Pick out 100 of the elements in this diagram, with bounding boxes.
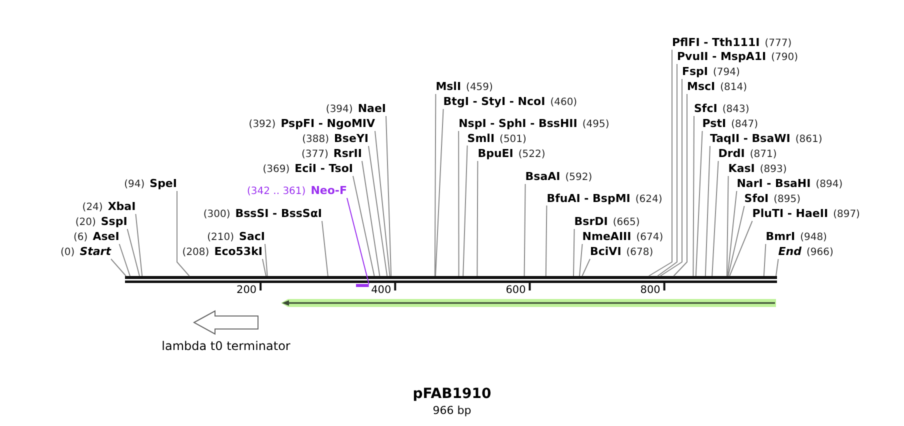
leader-line	[110, 258, 126, 276]
leader-line	[362, 160, 380, 276]
leader-line	[476, 160, 478, 276]
enzyme-name: NaeI	[358, 102, 386, 116]
primer-range: (342 .. 361)	[246, 185, 306, 199]
site-position: (522)	[518, 148, 546, 162]
site-position: (24)	[82, 201, 103, 215]
leader-line	[118, 244, 130, 276]
site-position: (592)	[565, 171, 592, 185]
enzyme-name: TaqII - BsaWI	[710, 132, 790, 146]
site-position: (624)	[635, 192, 662, 206]
leader-line	[673, 94, 688, 276]
sequence-end-label: Start	[80, 245, 111, 259]
map-title: pFAB1910	[412, 386, 492, 403]
site-position: (895)	[774, 193, 801, 207]
enzyme-name: BpuEI	[478, 147, 514, 161]
site-position: (948)	[800, 231, 827, 245]
site-position: (894)	[816, 178, 843, 192]
site-position: (665)	[612, 216, 640, 230]
site-position: (790)	[771, 51, 798, 65]
site-position: (394)	[326, 103, 353, 117]
site-position: (897)	[833, 208, 860, 222]
site-position: (20)	[75, 216, 96, 230]
leader-line	[776, 258, 779, 276]
enzyme-name: RsrII	[333, 147, 362, 161]
leader-line	[648, 49, 672, 276]
site-position: (861)	[795, 133, 822, 147]
leader-line	[545, 205, 548, 276]
leader-line	[695, 130, 703, 276]
enzyme-name: SfcI	[694, 102, 718, 116]
site-position: (369)	[262, 163, 290, 177]
enzyme-name: NmeAIII	[582, 230, 632, 244]
feature-label: lambda t0 terminator	[162, 339, 290, 353]
dna-backbone	[125, 276, 777, 283]
ruler-number: 200	[236, 284, 257, 296]
site-position: (460)	[550, 96, 578, 110]
site-position: (208)	[182, 246, 210, 260]
enzyme-name: NarI - BsaHI	[736, 177, 811, 191]
enzyme-name: BciVI	[590, 245, 622, 259]
primer-name: Neo-F	[310, 184, 347, 198]
sequence-length: 966 bp	[432, 404, 472, 417]
site-position: (501)	[500, 132, 526, 146]
leader-line	[135, 214, 143, 276]
enzyme-name: BtgI - StyI - NcoI	[443, 95, 546, 109]
leader-line	[368, 146, 388, 276]
enzyme-name: NspI - SphI - BssHII	[458, 117, 578, 131]
enzyme-name: SpeI	[150, 177, 177, 191]
site-position: (794)	[713, 66, 740, 80]
site-position: (847)	[731, 118, 758, 132]
enzyme-name: SmlI	[467, 132, 495, 146]
site-position: (0)	[60, 246, 75, 260]
enzyme-name: BsaAI	[525, 170, 560, 184]
site-position: (459)	[466, 81, 493, 95]
leader-line	[458, 130, 460, 276]
site-position: (377)	[301, 148, 328, 162]
site-position: (777)	[764, 36, 792, 51]
leader-line	[374, 130, 390, 276]
enzyme-name: PstI	[702, 117, 726, 131]
enzyme-name: BsrDI	[574, 215, 608, 229]
leader-line	[579, 244, 583, 276]
leader-line	[352, 176, 375, 276]
leader-line	[462, 145, 468, 276]
enzyme-name: SacI	[239, 230, 265, 244]
ruler-number: 400	[371, 284, 392, 296]
sequence-end-label: End	[778, 245, 802, 259]
enzyme-name: EciI - TsoI	[294, 162, 353, 176]
site-position: (871)	[750, 148, 777, 162]
leader-line	[346, 198, 370, 284]
enzyme-name: FspI	[682, 65, 708, 79]
enzyme-name: PvuII - MspA1I	[677, 50, 766, 64]
feature-band	[281, 298, 776, 306]
leader-line	[726, 176, 729, 276]
leader-line	[573, 228, 575, 276]
enzyme-name: MscI	[687, 80, 716, 94]
enzyme-name: PspFI - NgoMIV	[280, 117, 375, 131]
enzyme-name: PluTI - HaeII	[752, 207, 828, 221]
enzyme-name: DrdI	[718, 147, 745, 161]
enzyme-name: BseYI	[334, 132, 368, 146]
leader-line	[763, 244, 766, 276]
leader-line	[704, 146, 710, 276]
leader-line	[727, 190, 738, 276]
site-position: (893)	[760, 163, 787, 177]
site-position: (388)	[302, 133, 330, 147]
site-position: (495)	[582, 118, 610, 132]
leader-line	[729, 220, 753, 276]
enzyme-name: XbaI	[108, 200, 136, 214]
site-position: (674)	[636, 231, 664, 245]
primer-bar	[356, 284, 369, 287]
enzyme-name: KasI	[728, 162, 755, 176]
leader-line	[728, 206, 745, 276]
site-position: (392)	[248, 118, 276, 132]
enzyme-name: BmrI	[766, 230, 796, 244]
site-position: (678)	[626, 246, 654, 260]
leader-line	[264, 244, 268, 276]
leader-line	[582, 258, 590, 276]
leader-line	[176, 190, 190, 276]
leader-line	[386, 116, 392, 276]
enzyme-name: BfuAI - BspMI	[546, 192, 630, 206]
enzyme-name: MslI	[436, 80, 462, 94]
leader-line	[660, 78, 682, 276]
